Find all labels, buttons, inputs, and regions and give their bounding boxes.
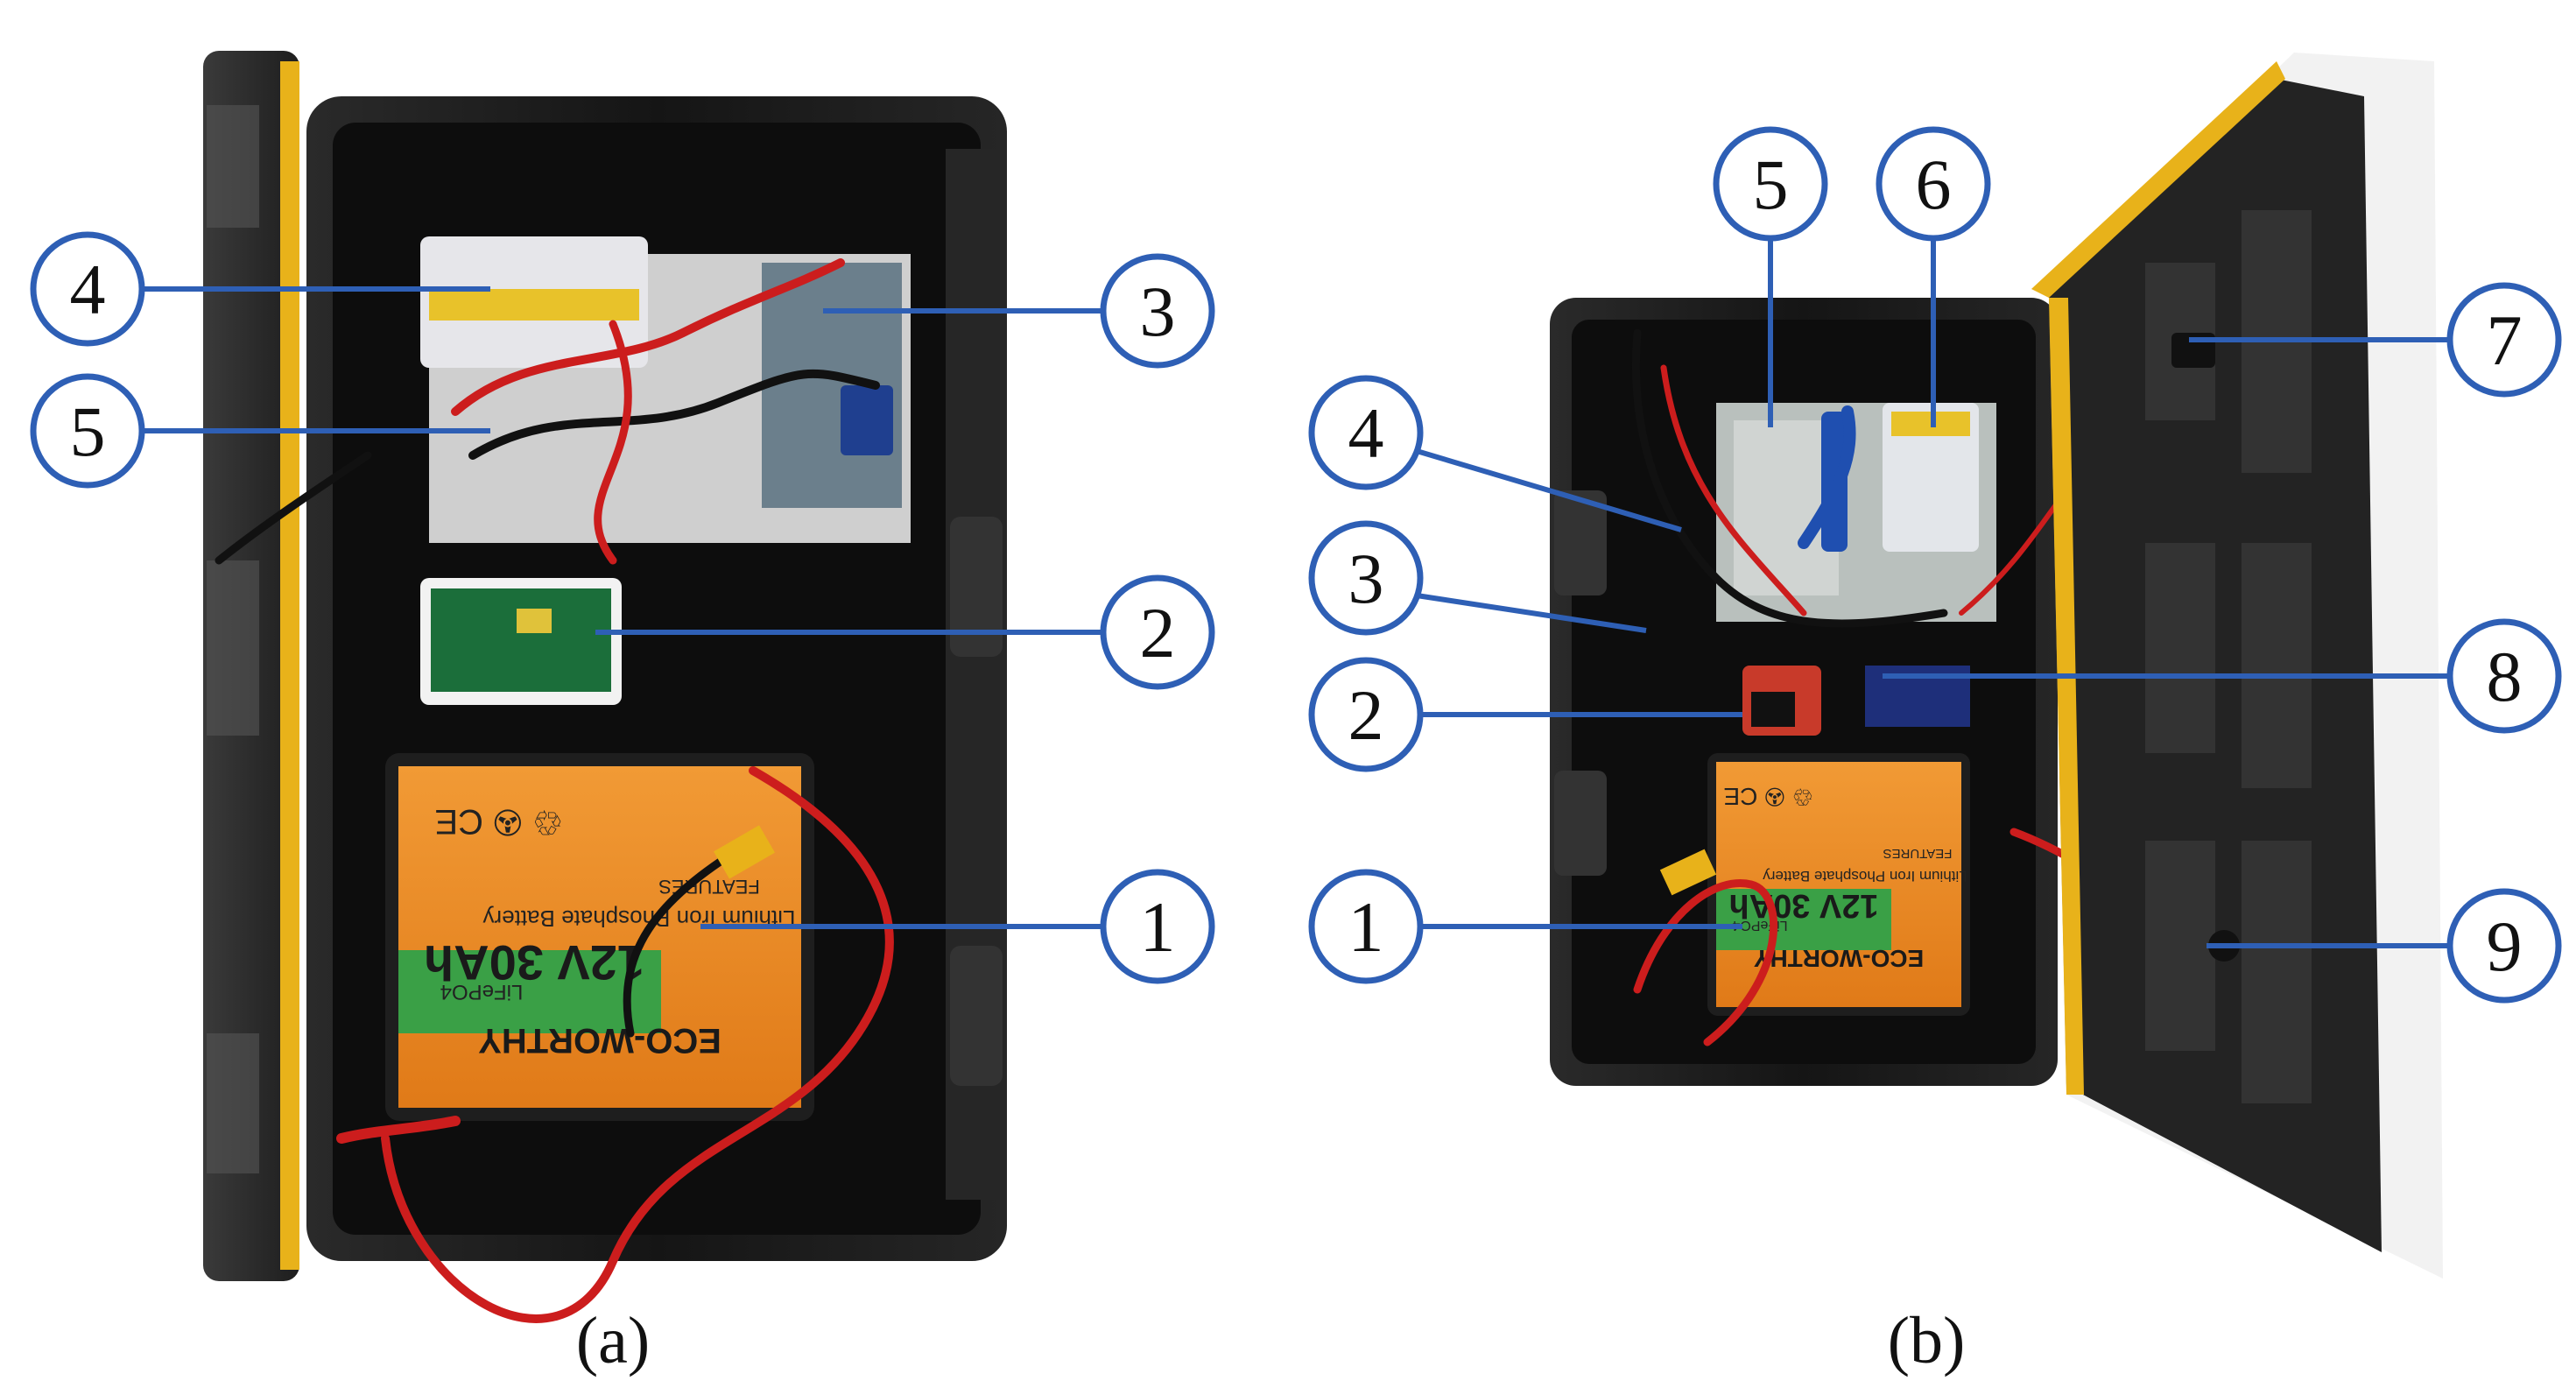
svg-text:5: 5 <box>1753 144 1789 224</box>
svg-text:2: 2 <box>1140 593 1176 673</box>
panel-a-callouts: 4 5 3 2 1 <box>30 231 1215 984</box>
svg-text:5: 5 <box>70 391 106 471</box>
panel-b-callout-1: 1 <box>1308 869 1742 984</box>
panel-a-lid <box>203 51 299 1281</box>
svg-text:1: 1 <box>1348 887 1384 967</box>
panel-b-photo: ECO-WORTHY LiFePO4 12V 30Ah Lithium Iron… <box>1550 53 2443 1279</box>
panel-b-battery-features: FEATURES <box>1883 846 1953 861</box>
panel-a-wiring <box>215 258 894 1323</box>
panel-a-callout-2: 2 <box>595 574 1215 690</box>
panel-a-pcb <box>420 578 622 705</box>
panel-a-battery-brand: ECO-WORTHY <box>478 1021 721 1060</box>
panel-a-battery: ECO-WORTHY LiFePO4 12V 30Ah Lithium Iron… <box>385 753 814 1121</box>
panel-a-battery-marks: ♲ ✇ CE <box>434 802 563 841</box>
panel-a-mounting-plate <box>420 236 911 543</box>
svg-text:3: 3 <box>1140 271 1176 351</box>
panel-b-lid <box>2031 53 2443 1279</box>
panel-b-callout-9: 9 <box>2206 888 2562 1004</box>
panel-b-battery-marks: ♲ ✇ CE <box>1723 783 1813 810</box>
svg-text:4: 4 <box>1348 393 1384 473</box>
panel-a-callout-3: 3 <box>823 253 1215 369</box>
svg-text:2: 2 <box>1348 675 1384 755</box>
panel-b-battery-rating: 12V 30Ah <box>1728 887 1878 924</box>
panel-b-caption: (b) <box>1888 1304 1966 1377</box>
panel-b-callout-7: 7 <box>2189 282 2562 398</box>
panel-b-callout-8: 8 <box>1883 618 2562 734</box>
panel-a-caption: (a) <box>576 1304 650 1377</box>
svg-text:1: 1 <box>1140 887 1176 967</box>
panel-a-callout-1: 1 <box>700 869 1215 984</box>
panel-b-callouts: 5 6 4 3 2 1 7 <box>1308 126 2562 1004</box>
svg-text:8: 8 <box>2487 637 2523 716</box>
panel-b-callout-3: 3 <box>1308 520 1647 636</box>
svg-text:9: 9 <box>2487 906 2523 986</box>
panel-a-callout-4: 4 <box>30 231 490 347</box>
panel-b-callout-6: 6 <box>1876 126 1991 427</box>
svg-text:3: 3 <box>1348 539 1384 618</box>
panel-b-battery-subtitle: Lithium Iron Phosphate Battery <box>1763 868 1967 884</box>
panel-b-callout-5: 5 <box>1713 126 1828 427</box>
panel-b-callout-4: 4 <box>1308 375 1682 532</box>
panel-b-battery-brand: ECO-WORTHY <box>1753 945 1924 972</box>
svg-text:4: 4 <box>70 250 106 329</box>
svg-text:7: 7 <box>2487 300 2523 380</box>
svg-text:6: 6 <box>1916 144 1952 224</box>
panel-a-battery-type: LiFePO4 <box>440 980 524 1004</box>
panel-b-mounting-plate <box>1716 403 1996 622</box>
panel-a-callout-5: 5 <box>30 373 490 489</box>
panel-a-battery-rating: 12V 30Ah <box>424 935 644 990</box>
panel-b-callout-2: 2 <box>1308 657 1742 772</box>
panel-a-photo: ECO-WORTHY LiFePO4 12V 30Ah Lithium Iron… <box>203 51 1007 1323</box>
